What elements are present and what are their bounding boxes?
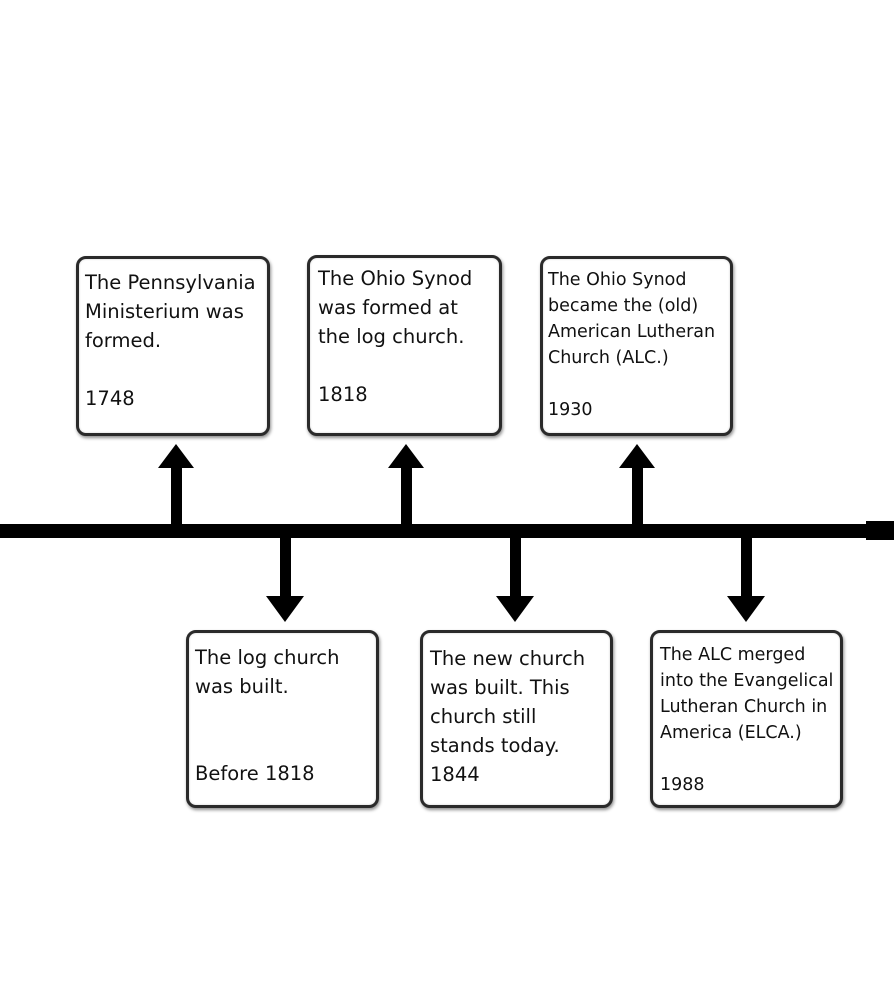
event-description: The ALC merged into the Evangelical Luth…	[660, 645, 834, 743]
arrow-down-before-1818	[266, 536, 304, 622]
event-box-log-church-built: The log church was built. Before 1818	[186, 630, 379, 808]
arrow-up-1748	[158, 444, 194, 526]
event-box-pennsylvania-ministerium: The Pennsylvania Ministerium was formed.…	[76, 256, 270, 436]
event-box-ohio-synod-formed: The Ohio Synod was formed at the log chu…	[307, 255, 502, 436]
arrow-up-1930	[619, 444, 655, 526]
event-date: 1818	[318, 383, 368, 406]
event-description: The new church was built. This church st…	[430, 647, 586, 757]
event-date: 1748	[85, 387, 135, 410]
event-box-elca-merger: The ALC merged into the Evangelical Luth…	[650, 630, 843, 808]
event-date: 1988	[660, 775, 705, 795]
event-box-new-church-built: The new church was built. This church st…	[420, 630, 613, 808]
timeline-axis-end	[866, 521, 894, 540]
event-description: The Pennsylvania Ministerium was formed.	[85, 271, 256, 352]
arrow-down-1988	[727, 536, 765, 622]
event-date: Before 1818	[195, 762, 315, 785]
arrow-down-1844	[496, 536, 534, 622]
event-description: The Ohio Synod became the (old) American…	[548, 270, 716, 368]
event-box-old-alc: The Ohio Synod became the (old) American…	[540, 256, 733, 436]
arrow-up-1818	[388, 444, 424, 526]
event-date: 1844	[430, 763, 480, 786]
event-description: The Ohio Synod was formed at the log chu…	[318, 267, 473, 348]
event-date: 1930	[548, 400, 593, 420]
timeline-axis	[0, 524, 870, 538]
event-description: The log church was built.	[195, 646, 340, 698]
